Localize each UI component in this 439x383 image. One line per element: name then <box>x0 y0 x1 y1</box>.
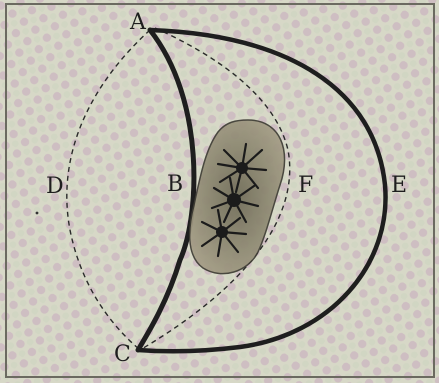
label-c: C <box>114 342 131 367</box>
label-b: B <box>167 172 183 197</box>
label-f: F <box>298 173 313 198</box>
label-a: A <box>129 10 147 35</box>
label-d: D <box>46 174 64 199</box>
speck <box>36 212 39 215</box>
label-e: E <box>391 173 407 198</box>
